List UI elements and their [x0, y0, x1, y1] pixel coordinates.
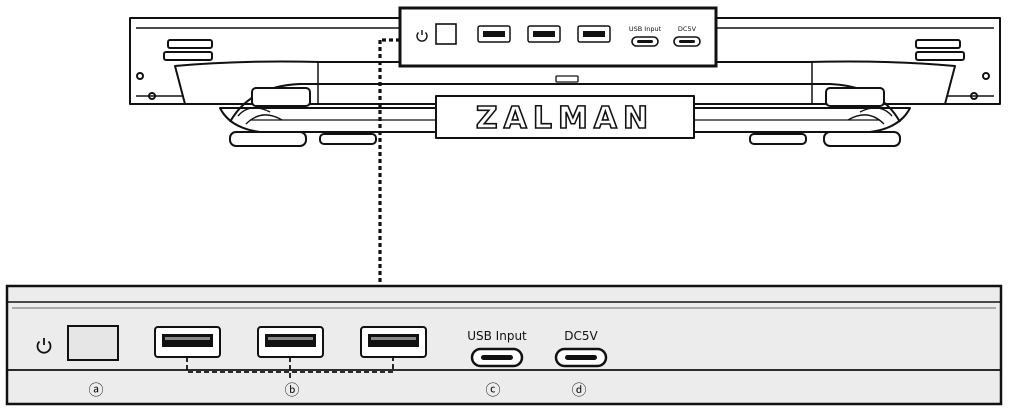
- screw-icon: [136, 72, 144, 80]
- usb-c-port: [470, 347, 524, 368]
- foot: [749, 133, 807, 145]
- power-button[interactable]: [435, 23, 457, 45]
- vent-slot-left-lower: [163, 51, 213, 61]
- callout-c: ⓒ: [485, 381, 500, 399]
- dc5v-label-small: DC5V: [678, 25, 697, 33]
- vent-slot-left: [167, 39, 213, 49]
- logo-plate: [435, 95, 695, 139]
- power-icon: [416, 30, 428, 42]
- brand-logo: ZALMAN: [476, 101, 654, 136]
- vent-slot-right: [915, 39, 961, 49]
- front-lip-right: [825, 87, 885, 107]
- callout-b: ⓑ: [284, 381, 299, 399]
- usb-group-bracket: [186, 357, 394, 380]
- foot: [229, 131, 307, 147]
- usb-a-port: [477, 25, 511, 43]
- laptop-cooler-illustration: [129, 17, 1001, 147]
- usb-a-port: [527, 25, 561, 43]
- screw-icon: [148, 92, 156, 100]
- front-lip-left: [251, 87, 311, 107]
- vent-slot-right-lower: [915, 51, 965, 61]
- usb-c-port: [554, 347, 608, 368]
- usb-a-port: [360, 326, 427, 358]
- foot: [319, 133, 377, 145]
- callout-a: ⓐ: [88, 381, 103, 399]
- usb-input-label: USB Input: [467, 329, 527, 343]
- top-port-panel: USB Input DC5V: [398, 6, 718, 68]
- dc5v-label: DC5V: [564, 329, 598, 343]
- usb-c-port: [631, 36, 659, 47]
- usb-a-port: [577, 25, 611, 43]
- power-button[interactable]: [67, 325, 119, 361]
- screw-icon: [970, 92, 978, 100]
- screw-icon: [982, 72, 990, 80]
- usb-a-port: [257, 326, 324, 358]
- usb-c-port: [673, 36, 701, 47]
- usb-a-port: [154, 326, 221, 358]
- power-icon: [36, 338, 52, 354]
- detail-port-panel: USB Input DC5V ⓐ ⓑ ⓒ ⓓ: [5, 284, 1003, 406]
- leader-line: [378, 38, 400, 286]
- callout-d: ⓓ: [571, 381, 586, 399]
- cooler-tray: [174, 60, 956, 105]
- foot: [823, 131, 901, 147]
- usb-input-label-small: USB Input: [629, 25, 662, 33]
